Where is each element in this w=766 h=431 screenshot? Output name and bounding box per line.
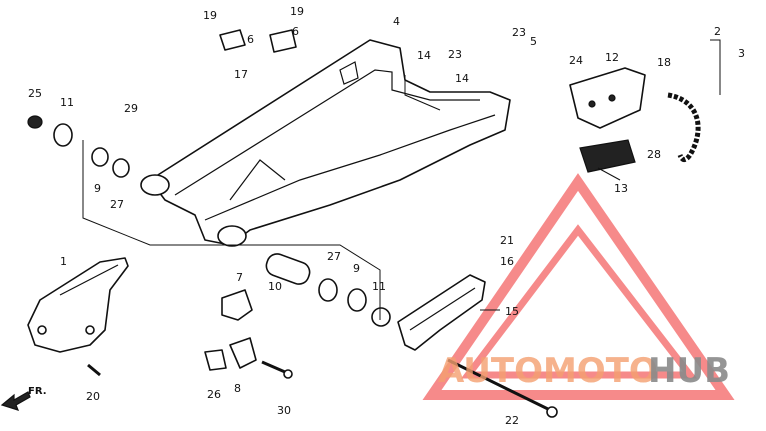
chain-slider	[397, 274, 486, 351]
callout-5: 5	[530, 35, 537, 48]
front-direction-indicator: FR.	[0, 386, 47, 411]
front-arrow-icon	[0, 391, 31, 411]
callout-17: 17	[234, 68, 248, 81]
rubber-block	[579, 139, 636, 173]
watermark-text: AUTOMOTO HUB	[438, 351, 730, 391]
front-label: FR.	[28, 386, 47, 397]
callout-19a: 19	[203, 9, 217, 22]
chain-guard	[27, 257, 129, 353]
callout-11a: 11	[60, 96, 74, 109]
callout-9a: 9	[94, 182, 101, 195]
callout-23a: 23	[448, 48, 462, 61]
callout-2: 2	[714, 25, 721, 38]
callout-27b: 27	[327, 250, 341, 263]
callout-13: 13	[614, 182, 628, 195]
callout-6b: 6	[292, 25, 299, 38]
watermark-logo	[422, 173, 735, 400]
callout-1: 1	[60, 255, 67, 268]
callout-21: 21	[500, 234, 514, 247]
watermark-text-colored: AUTOMOTO	[438, 351, 658, 391]
callout-18: 18	[657, 56, 671, 69]
callout-27a: 27	[110, 198, 124, 211]
callout-29: 29	[124, 102, 138, 115]
callout-19b: 19	[290, 5, 304, 18]
callout-7: 7	[236, 271, 243, 284]
callout-9b: 9	[353, 262, 360, 275]
callout-14a: 14	[417, 49, 431, 62]
brackets	[204, 29, 297, 371]
callout-6a: 6	[247, 33, 254, 46]
callout-26: 26	[207, 388, 221, 401]
callout-25: 25	[28, 87, 42, 100]
callout-4: 4	[393, 15, 400, 28]
callout-10: 10	[268, 280, 282, 293]
pivot-bushings	[27, 115, 391, 327]
swingarm	[140, 39, 511, 247]
callout-23b: 23	[512, 26, 526, 39]
callout-8: 8	[234, 382, 241, 395]
bolts	[87, 358, 558, 418]
callout-16: 16	[500, 255, 514, 268]
callout-11b: 11	[372, 280, 386, 293]
watermark-text-gray: HUB	[648, 351, 730, 391]
callout-30: 30	[277, 404, 291, 417]
callouts: 1 2 3 4 5 6 6 7 8 9 9 10 11 11 12 13 14 …	[28, 5, 745, 427]
chain-case	[569, 67, 646, 129]
drive-chain	[667, 92, 701, 162]
callout-28: 28	[647, 148, 661, 161]
callout-12: 12	[605, 51, 619, 64]
callout-14b: 14	[455, 72, 469, 85]
callout-22: 22	[505, 414, 519, 427]
leader-lines	[82, 39, 721, 320]
callout-15: 15	[505, 305, 519, 318]
callout-24: 24	[569, 54, 583, 67]
callout-20: 20	[86, 390, 100, 403]
callout-3: 3	[738, 47, 745, 60]
